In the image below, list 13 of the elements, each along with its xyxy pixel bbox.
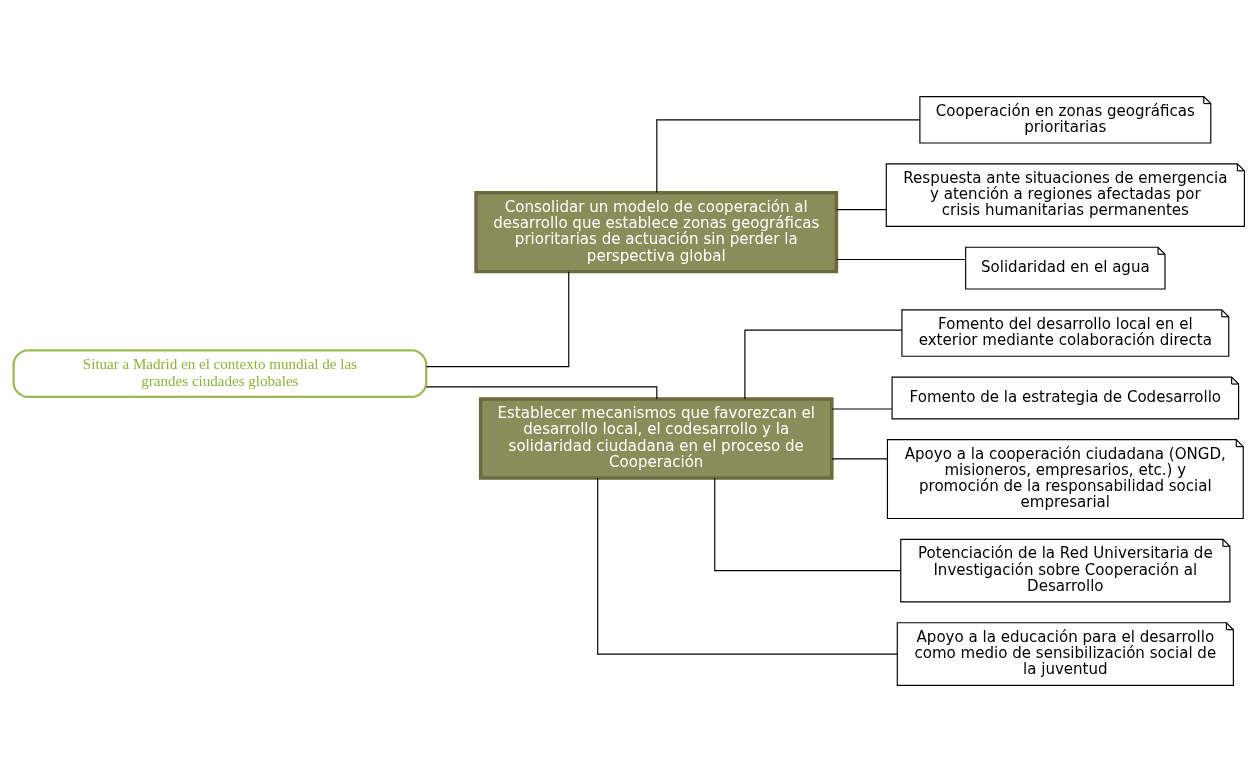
connector [597, 477, 898, 655]
connector [835, 258, 966, 261]
connector [656, 119, 921, 194]
node-box: Establecer mecanismos que favorezcan el desarrollo local, el codesarrollo y la solidaridad ciudadana en el proceso de Cooperación [478, 397, 834, 480]
connector [714, 477, 901, 572]
connector [835, 209, 887, 211]
connector [425, 271, 570, 368]
connector [831, 408, 893, 410]
node-box: Situar a Madrid en el contexto mundial de las grandes ciudades globales [12, 349, 428, 398]
connector [744, 329, 903, 400]
connector [425, 386, 658, 400]
connector [831, 458, 888, 460]
node-box: Consolidar un modelo de cooperación al desarrollo que establece zonas geográficas prioritarias de actuación sin perder la perspectiva global [474, 191, 839, 274]
